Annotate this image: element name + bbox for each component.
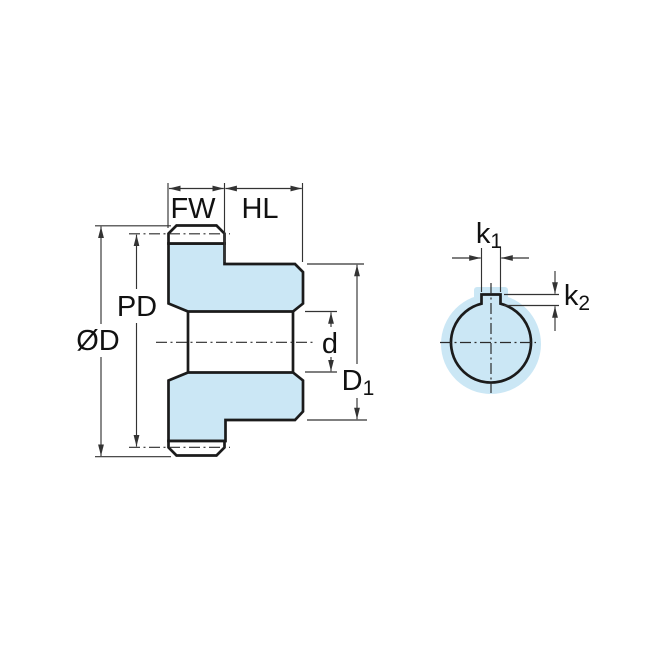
- side-view: FW HL ØD PD d D1: [76, 183, 375, 458]
- gear-body-lower: [167, 371, 305, 443]
- tooth-strip-top: [167, 224, 226, 245]
- tooth-strip-bottom: [167, 439, 226, 457]
- outside-diameter-label: ØD: [76, 325, 120, 357]
- end-view: k1 k2: [440, 218, 590, 394]
- hub-diameter-label: D1: [342, 365, 375, 400]
- keyway-width-label: k1: [476, 218, 502, 253]
- bore-diameter-label: d: [322, 328, 338, 360]
- face-width-label: FW: [170, 193, 216, 225]
- hub-length-label: HL: [241, 193, 278, 225]
- keyway-extension-lines: [480, 248, 559, 307]
- gear-body-upper: [167, 242, 305, 313]
- extension-lines: [95, 183, 367, 458]
- pitch-diameter-label: PD: [117, 291, 157, 323]
- bore-outline: [449, 293, 533, 384]
- keyway-depth-label: k2: [564, 280, 590, 315]
